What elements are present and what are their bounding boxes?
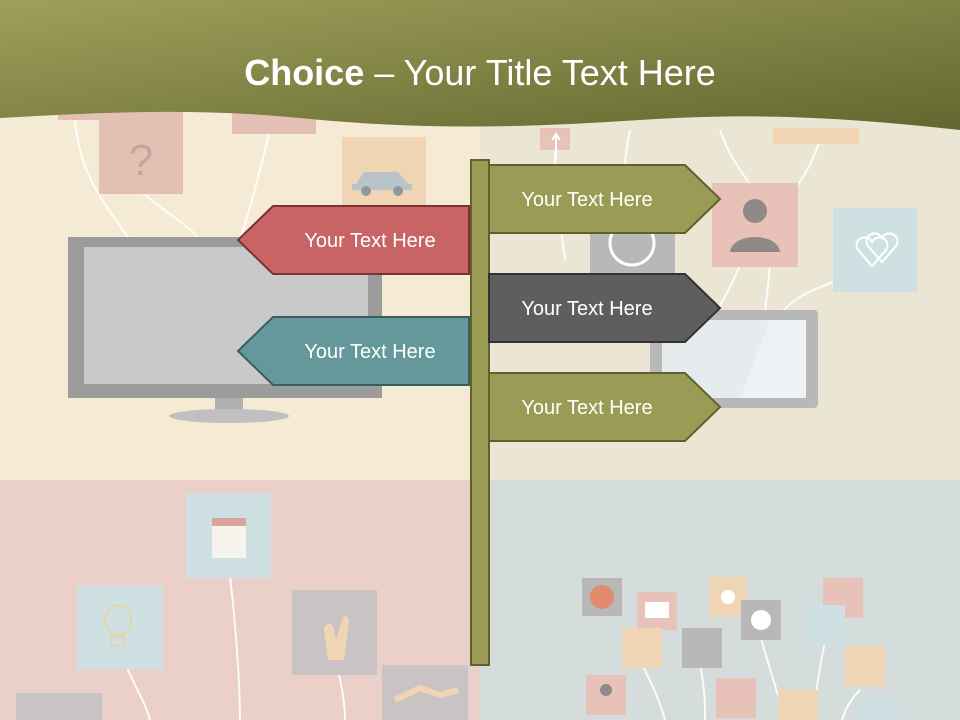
- title-bold: Choice: [244, 52, 365, 93]
- header-band: [0, 0, 960, 130]
- hearts-icon: [833, 208, 917, 292]
- title-dash: –: [364, 52, 404, 93]
- signpost-arrow-4: [236, 316, 470, 386]
- lightbulb-icon: [77, 585, 163, 669]
- title-text: Your Title Text Here: [403, 52, 716, 93]
- sign-label-4: Your Text Here: [304, 341, 435, 363]
- sign-label-3: Your Text Here: [521, 298, 652, 320]
- signpost: Your Text Here Your Text Here Your Text …: [236, 159, 722, 666]
- sign-label-1: Your Text Here: [521, 189, 652, 211]
- question-icon: [99, 112, 183, 194]
- slide-title: Choice – Your Title Text Here: [0, 52, 960, 94]
- sign-label-5: Your Text Here: [521, 397, 652, 419]
- signpost-arrow-3: [488, 273, 722, 343]
- svg-text:?: ?: [129, 136, 153, 185]
- signpost-arrow-2: [236, 205, 470, 275]
- signpost-arrow-1: [488, 164, 722, 234]
- sign-label-2: Your Text Here: [304, 230, 435, 252]
- person-icon: [712, 183, 798, 267]
- signpost-arrow-5: [488, 372, 722, 442]
- signpost-pole: [470, 159, 490, 666]
